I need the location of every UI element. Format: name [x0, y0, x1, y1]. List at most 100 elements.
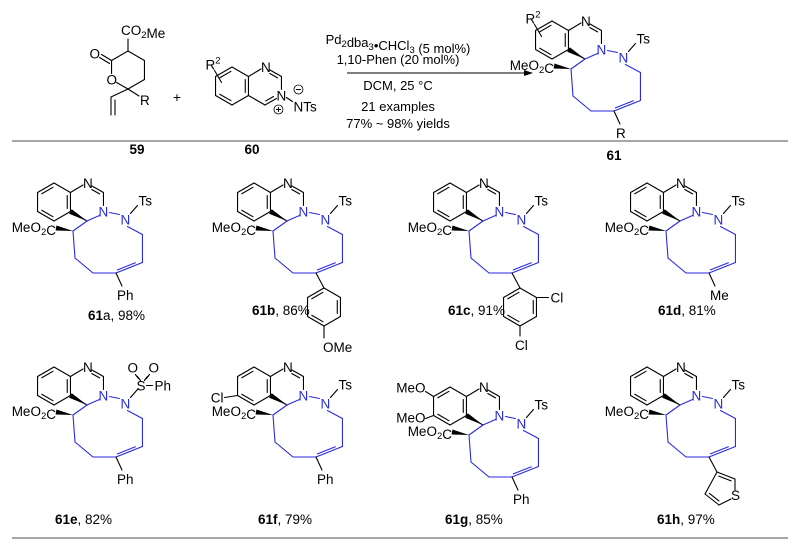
bond — [519, 287, 538, 299]
bond — [253, 210, 272, 222]
ligand-label: 1,10-Phen (20 mol%) — [337, 52, 460, 67]
aryl-ring — [306, 287, 342, 327]
plus-charge-icon — [273, 104, 284, 115]
pyrimidine-ring — [269, 184, 305, 222]
bond — [667, 257, 687, 274]
bond — [115, 81, 129, 90]
n-n-bond — [606, 49, 619, 54]
new-eight-membered-ring — [665, 395, 737, 458]
bond — [708, 445, 737, 458]
bond — [449, 210, 468, 222]
n-ts-bond — [525, 204, 535, 215]
compound-caption: 61e, 82% — [55, 512, 112, 527]
ester-label: MeO2C — [605, 220, 650, 238]
double-bond-inner — [41, 370, 54, 379]
n-n-bond — [108, 211, 121, 216]
bond — [684, 369, 698, 378]
bond — [72, 404, 88, 416]
bond — [470, 257, 490, 274]
n2-atom-label: N — [516, 213, 526, 228]
compound-label-61: 61 — [606, 148, 622, 163]
double-bond-inner — [684, 372, 694, 379]
bond — [100, 53, 113, 62]
bond — [502, 315, 521, 327]
ester-wedge — [648, 409, 666, 415]
bond — [214, 94, 233, 106]
alkene-inner — [116, 262, 136, 271]
bond — [91, 369, 105, 378]
double-bond-inner — [241, 186, 254, 195]
n-atom-label: N — [479, 176, 489, 191]
bond — [253, 394, 272, 406]
compound-caption: 61h, 97% — [657, 512, 715, 527]
alkene-inner — [512, 466, 532, 475]
bond — [522, 225, 540, 236]
compound-label-59: 59 — [129, 142, 144, 157]
bond — [570, 68, 574, 97]
double-bond-inner — [708, 492, 720, 502]
ester-wedge — [255, 409, 273, 415]
n-n-bond — [701, 211, 714, 216]
bond — [468, 220, 484, 232]
stereo-wedge — [662, 393, 680, 405]
bond — [704, 493, 720, 506]
double-bond-inner — [487, 188, 497, 195]
bond — [127, 88, 140, 97]
bond — [86, 398, 101, 406]
alkene-inner — [614, 100, 634, 109]
c-ph-bond — [115, 456, 123, 471]
sulfur-label: S — [136, 379, 145, 394]
benzo-ring — [36, 366, 72, 406]
stereo-wedge — [662, 209, 680, 221]
ester-label: MeO2C — [212, 220, 257, 238]
n-ts-bond — [627, 42, 637, 53]
methoxy-label: MeO — [396, 411, 425, 426]
sulfur-label: S — [731, 488, 740, 503]
bond — [468, 230, 472, 259]
c-aryl-bond — [511, 272, 521, 289]
new-eight-membered-ring — [72, 211, 144, 274]
bond — [716, 471, 736, 480]
phenyl-label: Ph — [154, 379, 171, 394]
chloro-label: Cl — [550, 291, 563, 306]
double-bond-inner — [291, 372, 301, 379]
ester-label: MeO2C — [605, 404, 650, 422]
yields-label: 77% ~ 98% yields — [346, 116, 450, 131]
n-n-bond — [285, 96, 294, 103]
bond — [470, 461, 490, 478]
oxygen-label: O — [148, 361, 159, 376]
bond — [487, 185, 501, 194]
bond — [432, 182, 451, 194]
bond — [231, 66, 250, 78]
n-atom-label: N — [83, 360, 93, 375]
stereo-wedge — [465, 413, 483, 425]
compound-caption: 61g, 85% — [445, 512, 503, 527]
double-bond-inner — [718, 475, 732, 482]
bond — [719, 225, 737, 236]
bond — [269, 368, 284, 378]
bond — [286, 214, 301, 222]
bond — [646, 394, 665, 406]
n2-atom-label: N — [713, 397, 723, 412]
benzo-ring — [236, 182, 272, 222]
n-ts-bond — [525, 408, 535, 419]
bond — [74, 441, 94, 458]
r2-bond — [533, 23, 543, 38]
ester-label: MeO2C — [12, 220, 57, 238]
bond — [272, 414, 276, 443]
benzo-ring — [36, 182, 72, 222]
bond — [36, 210, 55, 222]
bond — [272, 220, 288, 232]
bond — [449, 182, 468, 194]
tosyl-label: Ts — [731, 194, 745, 209]
bond — [36, 182, 55, 194]
bond — [624, 63, 642, 74]
bond — [98, 56, 111, 65]
r-group-label: R — [140, 93, 150, 108]
bond — [662, 184, 677, 194]
minus-charge-icon — [293, 84, 304, 95]
double-bond-inner — [291, 188, 301, 195]
benzo-ring — [629, 182, 665, 222]
